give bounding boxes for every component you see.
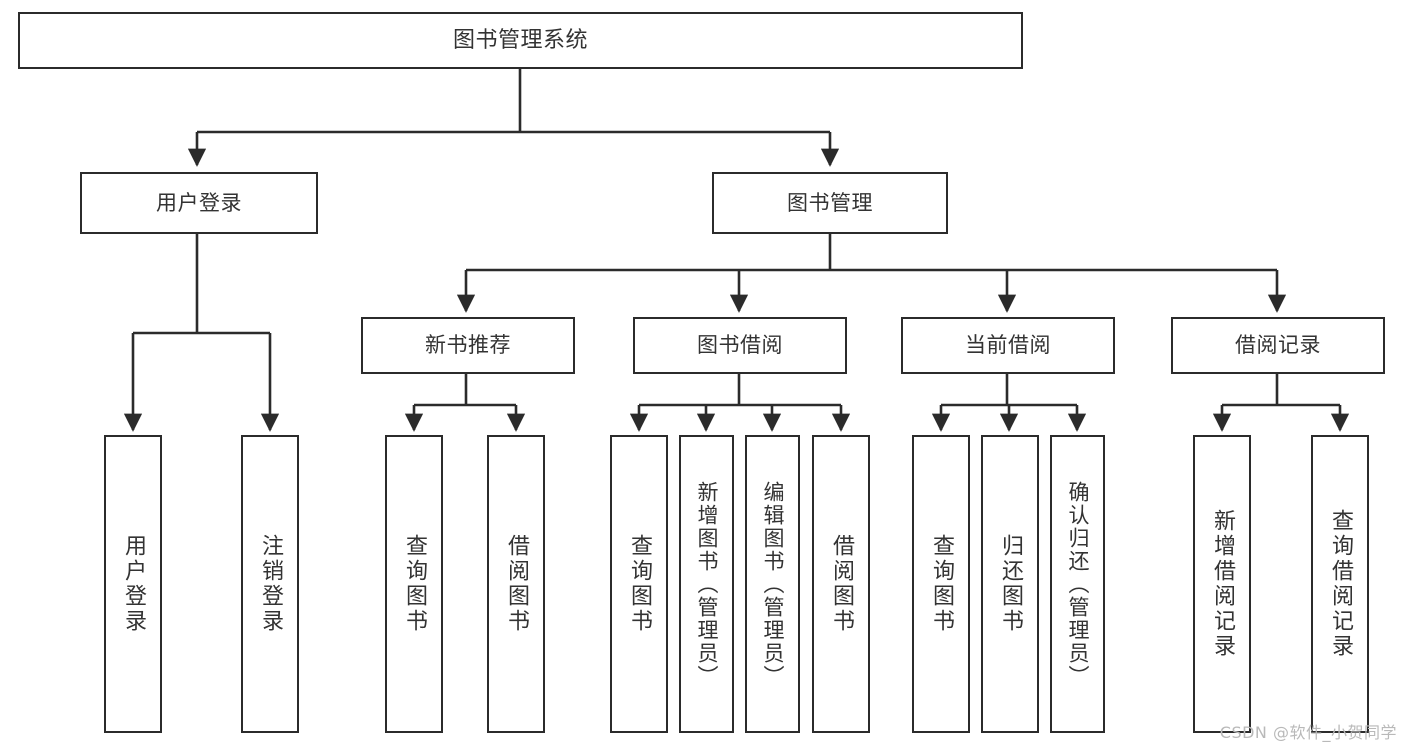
node-label: 新增图书（管理员） [695,480,719,688]
node-label: 当前借阅 [965,333,1051,358]
node-root-book-management-system[interactable]: 图书管理系统 [18,12,1023,69]
node-label: 图书借阅 [697,333,783,358]
node-current-borrow[interactable]: 当前借阅 [901,317,1115,374]
node-leaf-query-book-borrow[interactable]: 查询图书 [610,435,668,733]
node-leaf-add-book-admin[interactable]: 新增图书（管理员） [679,435,734,733]
node-new-book-recommend[interactable]: 新书推荐 [361,317,575,374]
node-label: 用户登录 [156,190,242,215]
node-label: 编辑图书（管理员） [761,480,785,688]
node-leaf-borrow-book-recommend[interactable]: 借阅图书 [487,435,545,733]
node-label: 新书推荐 [425,333,511,358]
node-leaf-confirm-return-admin[interactable]: 确认归还（管理员） [1050,435,1105,733]
node-label: 查询借阅记录 [1328,509,1353,659]
node-label: 查询图书 [627,534,652,634]
node-label: 新增借阅记录 [1210,509,1235,659]
node-label: 查询图书 [929,534,954,634]
node-label: 借阅图书 [829,534,854,634]
node-leaf-logout[interactable]: 注销登录 [241,435,299,733]
node-leaf-query-book-current[interactable]: 查询图书 [912,435,970,733]
node-user-login[interactable]: 用户登录 [80,172,318,234]
node-label: 借阅记录 [1235,333,1321,358]
node-book-borrow[interactable]: 图书借阅 [633,317,847,374]
node-label: 图书管理系统 [452,27,588,53]
node-leaf-user-login[interactable]: 用户登录 [104,435,162,733]
node-leaf-query-borrow-record[interactable]: 查询借阅记录 [1311,435,1369,733]
node-leaf-return-book[interactable]: 归还图书 [981,435,1039,733]
node-leaf-query-book-recommend[interactable]: 查询图书 [385,435,443,733]
node-label: 确认归还（管理员） [1066,480,1090,688]
node-label: 归还图书 [998,534,1023,634]
node-leaf-edit-book-admin[interactable]: 编辑图书（管理员） [745,435,800,733]
node-label: 借阅图书 [504,534,529,634]
node-label: 注销登录 [258,534,283,634]
node-label: 用户登录 [121,534,146,634]
node-leaf-add-borrow-record[interactable]: 新增借阅记录 [1193,435,1251,733]
node-borrow-record[interactable]: 借阅记录 [1171,317,1385,374]
node-leaf-borrow-book[interactable]: 借阅图书 [812,435,870,733]
csdn-watermark: CSDN @软件_小贺同学 [1219,723,1397,742]
node-label: 图书管理 [787,190,873,215]
node-label: 查询图书 [402,534,427,634]
node-book-management[interactable]: 图书管理 [712,172,948,234]
